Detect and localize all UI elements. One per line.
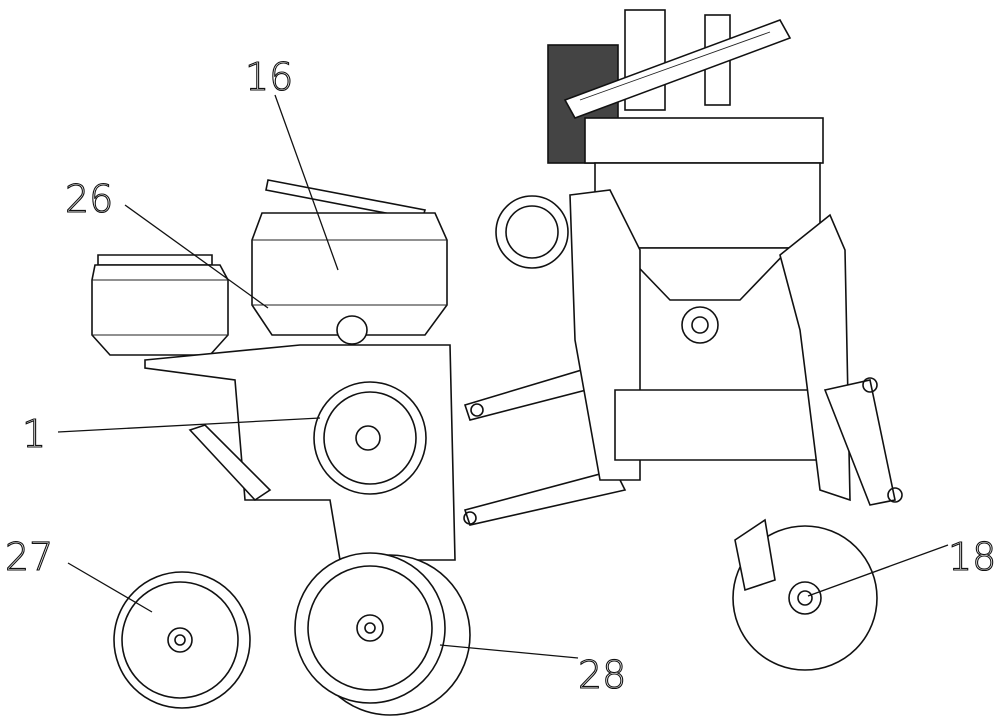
label-26: 26 <box>65 177 113 221</box>
leader-26 <box>124 204 269 309</box>
label-1: 1 <box>22 412 46 456</box>
label-28: 28 <box>578 653 626 697</box>
coulter-disc-18 <box>732 518 878 671</box>
hopper-26 <box>91 254 229 356</box>
label-27: 27 <box>5 535 53 579</box>
gauge-wheel-27 <box>113 571 251 709</box>
top-hopper-assembly <box>547 9 824 344</box>
label-18: 18 <box>948 535 996 579</box>
leader-1 <box>57 417 321 433</box>
label-16: 16 <box>245 55 293 99</box>
leader-28 <box>439 644 579 659</box>
frame <box>144 189 903 561</box>
seed-hopper-16 <box>251 179 448 345</box>
leader-16 <box>274 94 339 271</box>
closing-wheel-28 <box>294 552 471 716</box>
leader-27 <box>67 562 153 613</box>
leader-18 <box>807 544 949 597</box>
